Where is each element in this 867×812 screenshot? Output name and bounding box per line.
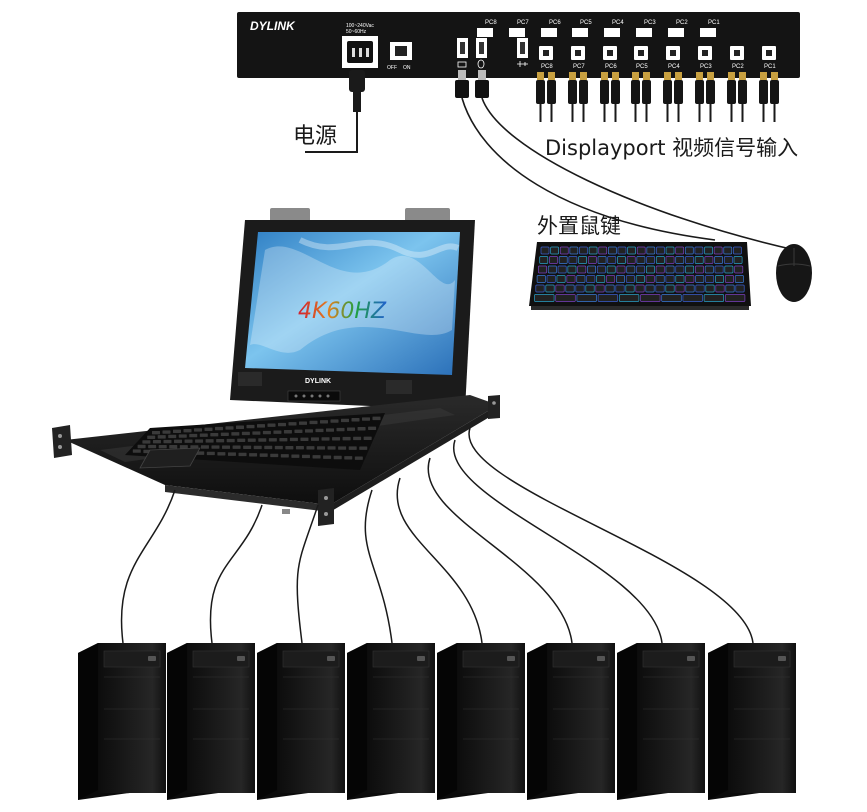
kvm-switch-unit: DYLINK 100~240Vac 50~60Hz OFF ON PC8PC8P… [237, 12, 800, 122]
cable-pc-1 [120, 489, 176, 644]
external-keyboard-mouse-label: 外置鼠键 [537, 214, 621, 238]
dp-port-label-pc7: PC7 [517, 20, 529, 26]
dp-port [477, 28, 493, 37]
voltage-label-1: 100~240Vac [346, 23, 374, 29]
keyboard-icon [457, 61, 467, 68]
console-usb-port [282, 509, 290, 514]
switch-brand-logo: DYLINK [250, 19, 296, 33]
rack-console: 4K60HZ DYLINK [52, 208, 500, 526]
usb-keyboard-mouse-cables [455, 70, 796, 251]
voltage-label-2: 50~60Hz [346, 29, 367, 35]
usb-console-ports [457, 38, 528, 69]
dp-port [572, 28, 588, 37]
power-label: 电源 [293, 124, 337, 149]
power-cable [305, 70, 365, 153]
dp-port [541, 28, 557, 37]
console-control-buttons [287, 390, 341, 402]
cable-pc-5 [396, 477, 483, 644]
mouse-icon [477, 59, 485, 69]
dp-usb-connector-pc5 [631, 72, 651, 122]
switch-off-label: OFF [387, 65, 397, 71]
external-keyboard [529, 242, 751, 310]
usb-port-label-pc8: PC8 [541, 64, 553, 70]
touchpad [139, 447, 201, 469]
usb-port-label-pc5: PC5 [636, 64, 648, 70]
dp-port-label-pc4: PC4 [612, 20, 624, 26]
computer-tower-pc-5 [437, 643, 525, 800]
dp-usb-connector-pc8 [536, 72, 556, 122]
monitor-screen: 4K60HZ [245, 232, 460, 375]
computer-tower-pc-6 [527, 643, 615, 800]
switch-on-label: ON [403, 65, 411, 71]
console-brand-logo: DYLINK [305, 378, 331, 385]
dp-usb-connector-pc3 [695, 72, 715, 122]
left-speaker [238, 372, 262, 386]
cable-pc-7 [452, 439, 663, 644]
dp-port [700, 28, 716, 37]
usb-icon [517, 61, 528, 67]
dp-port-label-pc5: PC5 [580, 20, 592, 26]
dp-port-label-pc2: PC2 [676, 20, 688, 26]
computer-towers [78, 643, 796, 800]
dp-port-label-pc1: PC1 [708, 20, 720, 26]
dp-usb-connector-pc1 [759, 72, 779, 122]
dp-port [668, 28, 684, 37]
left-rack-ear [52, 425, 72, 458]
cable-pc-4 [364, 489, 393, 644]
right-rack-ear [318, 488, 334, 526]
cable-pc-2 [209, 504, 263, 644]
screen-resolution-text: 4K60HZ [298, 299, 387, 324]
computer-tower-pc-8 [708, 643, 796, 800]
usb-port-label-pc7: PC7 [573, 64, 585, 70]
dp-usb-connector-pc4 [663, 72, 683, 122]
dp-usb-connector-pc7 [568, 72, 588, 122]
cable-pc-6 [427, 457, 573, 644]
usb-port-label-pc2: PC2 [732, 64, 744, 70]
cable-pc-3 [296, 504, 319, 644]
usb-port-label-pc3: PC3 [700, 64, 712, 70]
computer-tower-pc-3 [257, 643, 345, 800]
computer-tower-pc-7 [617, 643, 705, 800]
keyboard-keys [534, 246, 746, 302]
dp-port [509, 28, 525, 37]
dp-port-label-pc6: PC6 [549, 20, 561, 26]
dp-port-label-pc8: PC8 [485, 20, 497, 26]
computer-tower-pc-1 [78, 643, 166, 800]
computer-tower-pc-4 [347, 643, 435, 800]
dp-port-label-pc3: PC3 [644, 20, 656, 26]
dp-port [604, 28, 620, 37]
dp-port [636, 28, 652, 37]
usb-port-label-pc4: PC4 [668, 64, 680, 70]
right-speaker [386, 380, 412, 394]
dp-usb-connector-pc6 [600, 72, 620, 122]
displayport-input-label: Displayport 视频信号输入 [545, 136, 798, 160]
usb-port-label-pc1: PC1 [764, 64, 776, 70]
computer-tower-pc-2 [167, 643, 255, 800]
port-columns: PC8PC8PC7PC7PC6PC6PC5PC5PC4PC4PC3PC3PC2P… [477, 20, 779, 122]
cable-pc-8 [468, 427, 754, 644]
computer-cables [120, 427, 754, 644]
external-mouse [776, 244, 812, 302]
dp-usb-connector-pc2 [727, 72, 747, 122]
usb-port-label-pc6: PC6 [605, 64, 617, 70]
